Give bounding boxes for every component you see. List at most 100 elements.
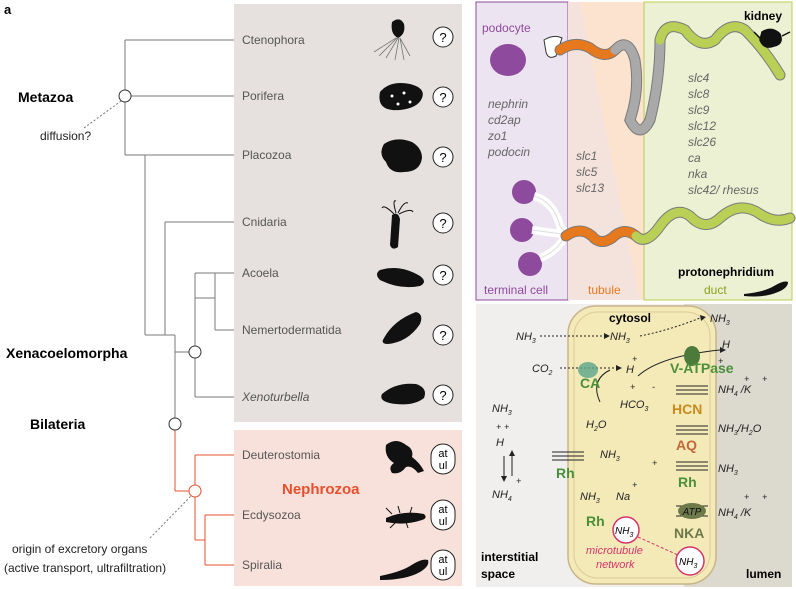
lumen-label: lumen: [746, 567, 781, 581]
vatpase-pump: [684, 346, 700, 366]
podocyte-label: podocyte: [482, 21, 531, 35]
svg-text:NH3: NH3: [516, 331, 536, 345]
microtubule-label-1: microtubule: [586, 545, 643, 557]
vesicle-cytosol: [612, 516, 640, 544]
badge-ecdysozoa-top: at: [438, 504, 447, 516]
badge-deuterostomia: [430, 443, 456, 475]
svg-text:NH4: NH4: [492, 489, 512, 503]
badge-cnidaria-text: ?: [439, 216, 446, 231]
badges: ? ? ? ? ? ? ? at ul at ul at ul: [430, 26, 456, 581]
svg-text:+: +: [762, 492, 767, 502]
podocyte-foot: [543, 35, 563, 58]
svg-text:NH3: NH3: [718, 463, 738, 477]
duct-genes: slc4 slc8 slc9 slc12 slc26 ca nka slc42/…: [688, 71, 759, 197]
clade-bilateria: Bilateria: [30, 416, 85, 432]
badge-acoela-text: ?: [439, 268, 446, 283]
phylogeny-tree: [124, 39, 234, 424]
interstitial-label-1: interstitial: [481, 550, 538, 564]
svg-text:slc1: slc1: [576, 149, 597, 163]
ca-label: CA: [580, 375, 600, 391]
clade-xenacoelomorpha: Xenacoelomorpha: [6, 345, 128, 361]
svg-text:+: +: [504, 422, 509, 432]
origin-note-line1: origin of excretory organs: [12, 542, 147, 556]
badge-xenoturbella: [432, 384, 454, 406]
svg-text:cd2ap: cd2ap: [488, 113, 521, 127]
svg-text:slc5: slc5: [576, 165, 598, 179]
flatworm-silhouette: [380, 559, 429, 580]
badge-nemertodermatida-text: ?: [439, 328, 446, 343]
svg-text:+: +: [516, 476, 521, 486]
svg-text:CO2: CO2: [532, 363, 553, 377]
rh-basal-label: Rh: [556, 465, 575, 481]
taxon-placozoa: Placozoa: [242, 148, 292, 162]
svg-text:NH3: NH3: [492, 403, 512, 417]
svg-text:+: +: [762, 374, 767, 384]
atp-label: ATP: [682, 507, 702, 518]
placozoa-silhouette: [381, 139, 422, 173]
panel-a-label: a: [4, 2, 12, 17]
interstitial-label-2: space: [481, 567, 515, 581]
diffusion-note: diffusion?: [40, 129, 91, 143]
badge-cnidaria: [432, 212, 454, 234]
rh-lumen-label: Rh: [678, 474, 697, 490]
badge-ctenophora: [432, 26, 454, 48]
svg-text:Na: Na: [616, 491, 630, 503]
badge-porifera: [432, 86, 454, 108]
svg-text:NH4 /K: NH4 /K: [718, 384, 752, 398]
svg-text:slc12: slc12: [688, 119, 716, 133]
ca-enzyme: [578, 362, 598, 378]
svg-text:+: +: [718, 356, 723, 366]
svg-text:NH3: NH3: [710, 313, 730, 327]
badge-placozoa-text: ?: [439, 150, 446, 165]
svg-text:HCO3: HCO3: [620, 399, 648, 413]
microtubule-path: [637, 536, 679, 556]
clade-metazoa: Metazoa: [18, 89, 73, 105]
non-nephrozoa-box: [234, 4, 462, 422]
taxon-cnidaria: Cnidaria: [242, 215, 287, 229]
badge-ecdysozoa-bottom: ul: [439, 516, 448, 528]
terminal-genes: nephrin cd2ap zo1 podocin: [487, 97, 530, 159]
taxon-ecdysozoa: Ecdysozoa: [242, 508, 301, 522]
transport-arrows: [503, 317, 721, 476]
acoela-silhouette: [377, 268, 424, 288]
svg-text:slc26: slc26: [688, 135, 716, 149]
taxon-ctenophora: Ctenophora: [242, 33, 305, 47]
nka-pump: [678, 503, 706, 519]
tubule-region: [568, 2, 644, 300]
taxon-nemertodermatida: Nemertodermatida: [242, 323, 342, 337]
badge-ctenophora-text: ?: [439, 30, 446, 45]
xenacoelomorpha-node: [188, 345, 202, 359]
flatworm-icon: [744, 281, 788, 297]
taxon-acoela: Acoela: [242, 266, 279, 280]
microtubule-label-2: network: [596, 559, 635, 571]
svg-text:NH3: NH3: [610, 331, 630, 345]
taxon-xenoturbella: Xenoturbella: [241, 390, 310, 404]
svg-text:+: +: [652, 458, 657, 468]
svg-text:+: +: [632, 480, 637, 490]
svg-text:+: +: [632, 354, 637, 364]
badge-porifera-text: ?: [439, 90, 446, 105]
nka-label: NKA: [674, 525, 704, 541]
svg-text:NH3: NH3: [679, 557, 697, 570]
tubule-label: tubule: [588, 283, 621, 297]
svg-text:H2O: H2O: [586, 419, 607, 433]
svg-text:NH4 /K: NH4 /K: [718, 507, 752, 521]
badge-deuterostomia-top: at: [438, 448, 447, 460]
vesicle-membrane: [675, 546, 705, 576]
badge-deuterostomia-bottom: ul: [439, 460, 448, 472]
badge-placozoa: [432, 146, 454, 168]
taxon-spiralia: Spiralia: [242, 558, 282, 572]
svg-text:NH3: NH3: [580, 491, 600, 505]
rh-vesicle-label: Rh: [586, 513, 605, 529]
nephrozoa-node: [188, 484, 202, 498]
chemical-labels: NH3 NH3 NH3 CO2 H+ H+ HCO3 +- NH4 /K ++ …: [492, 313, 767, 521]
taxon-deuterostomia: Deuterostomia: [242, 448, 320, 462]
svg-text:slc8: slc8: [688, 87, 710, 101]
svg-text:NH3: NH3: [615, 526, 633, 539]
badge-xenoturbella-text: ?: [439, 388, 446, 403]
svg-text:nka: nka: [688, 167, 708, 181]
svg-text:+: +: [744, 374, 749, 384]
cell-outline: [567, 305, 717, 585]
svg-text:slc9: slc9: [688, 103, 710, 117]
taxon-porifera: Porifera: [242, 89, 284, 103]
